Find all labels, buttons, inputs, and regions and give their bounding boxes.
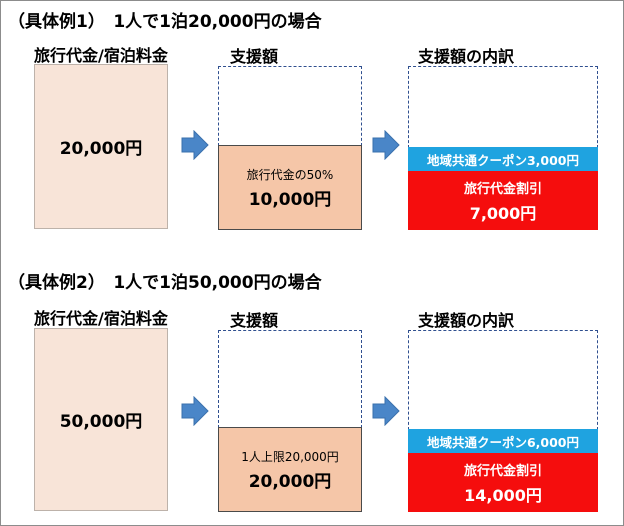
example-2-support-box: 1人上限20,000円 20,000円 [218,427,362,512]
example-2-coupon-box: 地域共通クーポン6,000円 [408,429,598,453]
example-1-breakdown-label: 支援額の内訳 [418,47,515,66]
example-2-coupon-text: 地域共通クーポン6,000円 [426,434,580,450]
example-1-support-note: 旅行代金の50% [246,167,334,182]
example-2-price-value: 50,000円 [59,412,143,432]
example-1-price-label: 旅行代金/宿泊料金 [34,46,168,65]
example-1-breakdown-placeholder [408,66,598,148]
example-1-heading: （具体例1） 1人で1泊20,000円の場合 [8,12,322,32]
example-2-arrow-icon [181,396,209,426]
example-2-breakdown-label: 支援額の内訳 [418,311,515,330]
example-1-discount-label: 旅行代金割引 [463,181,542,197]
example-2-price-label: 旅行代金/宿泊料金 [34,309,168,328]
example-1-price-box: 20,000円 [34,64,168,229]
example-1-discount-amount: 7,000円 [469,203,537,223]
example-2-support-amount: 20,000円 [248,471,332,492]
example-2-discount-label: 旅行代金割引 [463,463,542,479]
example-2-discount-amount: 14,000円 [464,485,542,505]
example-1-coupon-text: 地域共通クーポン3,000円 [426,152,580,168]
example-1-arrow-icon-2 [372,130,400,160]
example-1-arrow-icon [181,130,209,160]
example-1-support-label: 支援額 [230,47,279,66]
example-1-coupon-box: 地域共通クーポン3,000円 [408,147,598,171]
example-2-breakdown-placeholder [408,330,598,430]
example-2-support-note: 1人上限20,000円 [241,449,339,464]
example-1-price-value: 20,000円 [59,139,143,159]
example-2-price-box: 50,000円 [34,328,168,511]
example-1-support-amount: 10,000円 [248,189,332,210]
example-1-support-box: 旅行代金の50% 10,000円 [218,145,362,230]
example-2-support-placeholder [218,330,362,428]
example-2-heading: （具体例2） 1人で1泊50,000円の場合 [8,273,322,293]
example-1-discount-box: 旅行代金割引 7,000円 [408,171,598,230]
example-2-support-label: 支援額 [230,311,279,330]
example-1-support-placeholder [218,66,362,146]
example-2-discount-box: 旅行代金割引 14,000円 [408,453,598,512]
example-2-arrow-icon-2 [372,396,400,426]
